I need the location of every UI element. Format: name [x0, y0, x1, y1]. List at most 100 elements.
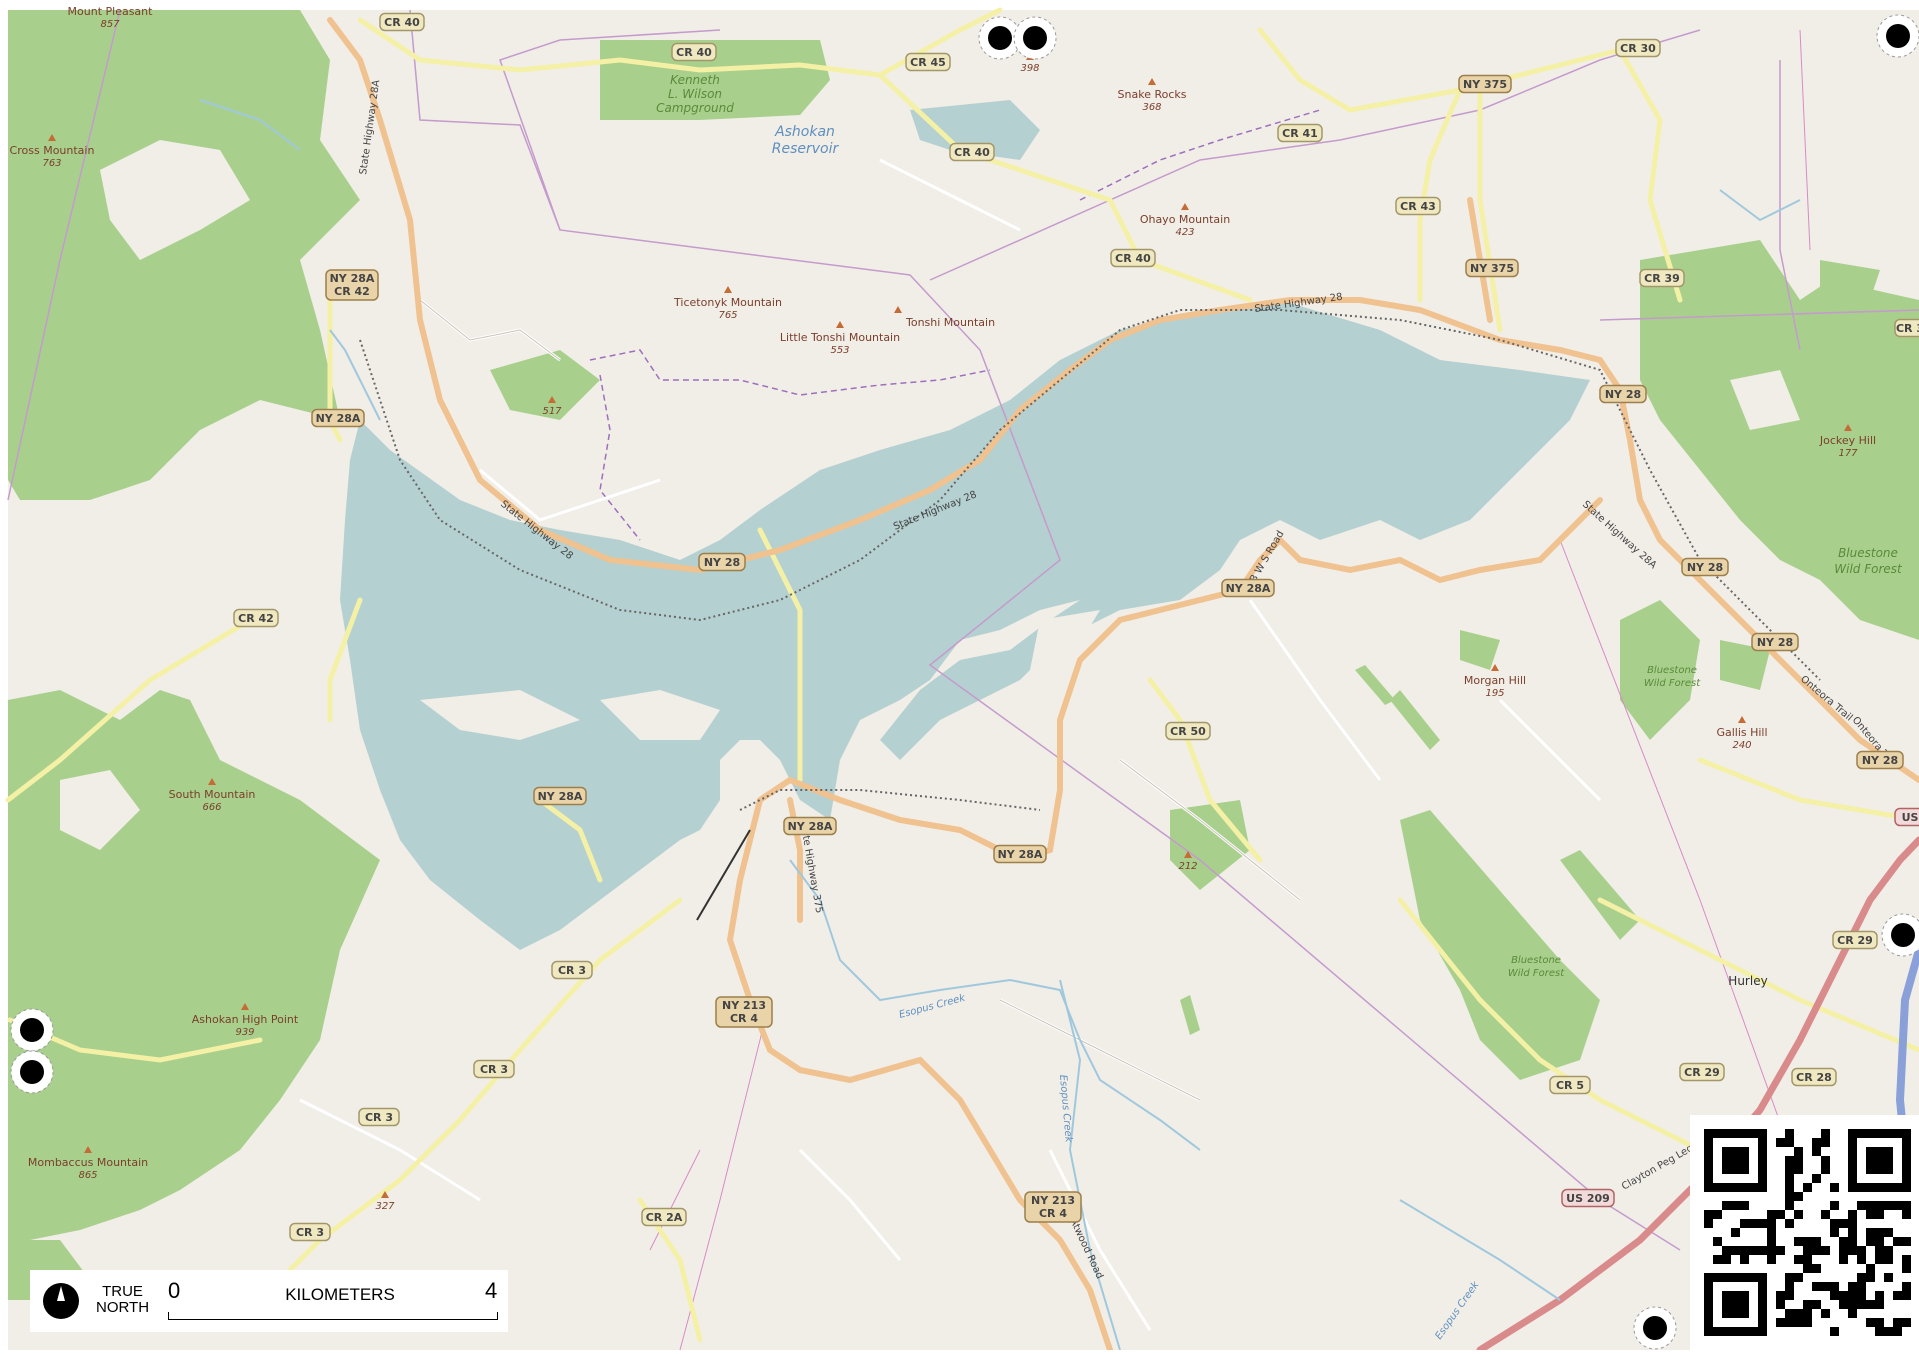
route-shield-label: NY 28A — [1226, 582, 1271, 595]
true-north-line2: NORTH — [96, 1299, 150, 1316]
route-shield-label: CR 50 — [1170, 725, 1206, 738]
marker-dot[interactable] — [20, 1018, 44, 1042]
route-shield-label: NY 375 — [1470, 262, 1514, 275]
peak-icon — [1184, 851, 1192, 858]
peak-name-label: Mount Pleasant — [68, 5, 154, 18]
true-north-label: TRUE NORTH — [96, 1284, 149, 1316]
route-shield: CR 50 — [1165, 721, 1211, 741]
left-margin — [0, 0, 8, 1350]
route-shield-label: CR 42 — [334, 285, 370, 298]
route-shield: CR 40 — [949, 142, 995, 162]
route-shield: CR 5 — [1549, 1075, 1591, 1095]
route-shield-label: NY 28 — [1605, 388, 1641, 401]
route-shield: CR 3 — [551, 960, 593, 980]
forest-label-line1: Bluestone — [1511, 955, 1561, 966]
route-shield: NY 28A — [993, 844, 1047, 864]
route-shield: NY 28A — [1221, 578, 1275, 598]
route-shield-label: CR 30 — [1620, 42, 1656, 55]
route-shield: CR 41 — [1277, 123, 1323, 143]
route-shield: CR 40 — [671, 42, 717, 62]
true-north-line1: TRUE — [102, 1283, 143, 1300]
minor-road-edges — [419, 299, 1301, 1101]
route-shield-label: CR 3 — [480, 1063, 508, 1076]
peak-elevation-label: 765 — [718, 310, 737, 321]
route-shield: NY 28 — [1599, 384, 1647, 404]
route-shield: CR 3 — [473, 1059, 515, 1079]
peak-name-label: Gallis Hill — [1716, 726, 1767, 739]
peak-elevation-label: 177 — [1838, 448, 1858, 459]
qr-code[interactable] — [1690, 1115, 1919, 1350]
north-arrow-icon — [43, 1283, 79, 1319]
route-shield-label: NY 28A — [538, 790, 583, 803]
forest-label-line2: Wild Forest — [1834, 562, 1903, 576]
peak-name-label: Cross Mountain — [10, 144, 95, 157]
route-shield: NY 28A — [783, 816, 837, 836]
route-shield-label: CR 45 — [910, 56, 946, 69]
peak-icon — [836, 321, 844, 328]
route-shield: CR 2A — [641, 1207, 687, 1227]
scale-bar-line — [168, 1312, 498, 1320]
peak-elevation-label: 212 — [1178, 861, 1197, 872]
peak-icon — [1491, 664, 1499, 671]
route-shield-label: NY 213 — [1031, 1194, 1075, 1207]
peak-name-label: South Mountain — [169, 788, 256, 801]
route-shield-label: CR 3 — [558, 964, 586, 977]
route-shield-label: CR 28 — [1796, 1071, 1832, 1084]
marker-dot[interactable] — [1886, 24, 1910, 48]
route-shield-label: CR 3 — [1896, 322, 1919, 335]
route-shield-label: NY 28 — [1757, 636, 1793, 649]
peak-name-label: Ashokan High Point — [192, 1013, 299, 1026]
peak-icon — [1181, 203, 1189, 210]
route-shield-label: NY 28A — [998, 848, 1043, 861]
peak-icon — [894, 306, 902, 313]
state-highways — [327, 17, 1919, 1350]
route-shield-label: CR 39 — [1644, 272, 1680, 285]
peak-elevation-label: 517 — [542, 406, 562, 417]
streams — [199, 99, 1801, 1350]
marker-dot[interactable] — [20, 1060, 44, 1084]
campground-label-line3: Campground — [656, 101, 734, 115]
route-shield-label: CR 40 — [954, 146, 990, 159]
peak-name-label: Morgan Hill — [1464, 674, 1526, 687]
peak-elevation-label: 398 — [1020, 63, 1039, 74]
location-markers[interactable] — [10, 14, 1919, 1350]
scale-end: 4 — [485, 1278, 498, 1303]
us-route — [1476, 836, 1919, 1350]
route-shield: CR 3 — [1894, 318, 1919, 338]
campground-label-line2: L. Wilson — [668, 87, 722, 101]
route-shield: US 209 — [1561, 1188, 1615, 1208]
route-shield-label: US — [1902, 811, 1919, 824]
route-shield-label: CR 41 — [1282, 127, 1318, 140]
marker-dot[interactable] — [988, 26, 1012, 50]
marker-dot[interactable] — [1643, 1316, 1667, 1340]
top-margin — [0, 0, 1919, 10]
peak-elevation-label: 327 — [375, 1201, 395, 1212]
route-shield: US — [1894, 807, 1919, 827]
peak-name-label: Ticetonyk Mountain — [673, 296, 782, 309]
route-shield-label: CR 29 — [1837, 934, 1873, 947]
qr-code-image — [1704, 1129, 1911, 1336]
peak-icon — [1738, 716, 1746, 723]
forest-label-line1: Bluestone — [1647, 665, 1697, 676]
other-boundaries — [649, 29, 1811, 1350]
route-shield-label: CR 3 — [296, 1226, 324, 1239]
route-shield: CR 40 — [1110, 248, 1156, 268]
route-shield: CR 3 — [289, 1222, 331, 1242]
peak-icon — [381, 1191, 389, 1198]
route-shield-label: CR 5 — [1556, 1079, 1584, 1092]
peak-elevation-label: 240 — [1732, 740, 1751, 751]
route-shield-label: NY 28 — [704, 556, 740, 569]
railroad — [359, 309, 1821, 811]
route-shield: NY 28 — [1856, 750, 1904, 770]
marker-dot[interactable] — [1891, 923, 1915, 947]
marker-dot[interactable] — [1023, 26, 1047, 50]
peak-name-label: Little Tonshi Mountain — [780, 331, 900, 344]
peak-elevation-label: 553 — [830, 345, 849, 356]
route-shield-label: NY 28A — [788, 820, 833, 833]
peak-elevation-label: 857 — [100, 19, 120, 30]
peak-icon — [84, 1146, 92, 1153]
route-shield: NY 28A — [533, 786, 587, 806]
route-shield-label: NY 28A — [316, 412, 361, 425]
